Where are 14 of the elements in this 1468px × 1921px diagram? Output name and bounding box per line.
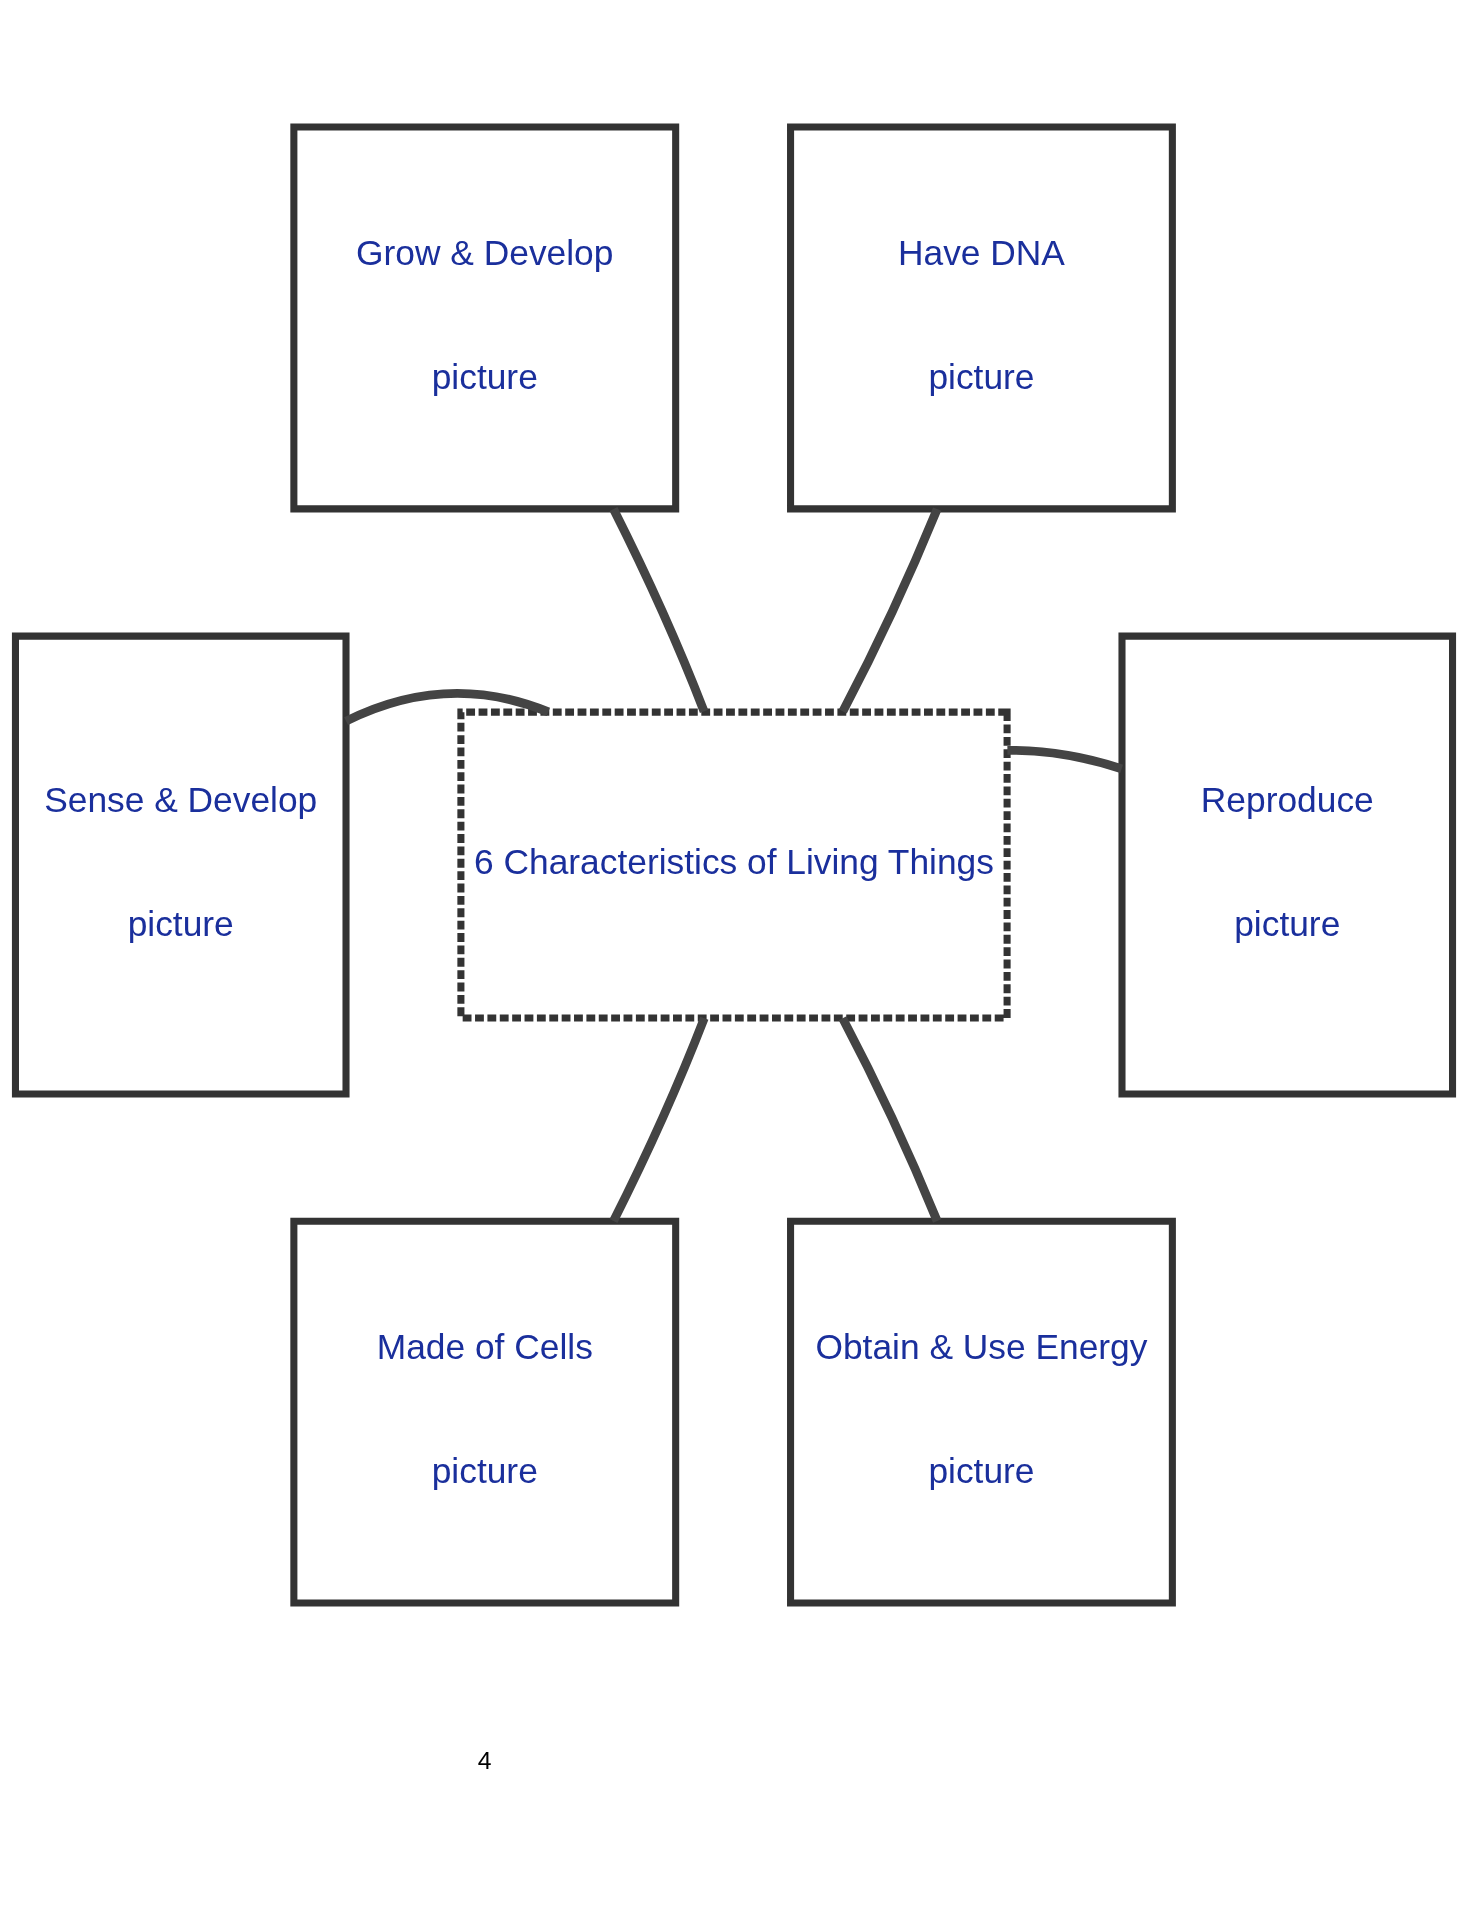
connector [838, 507, 942, 714]
node-box: Reproduce picture [1118, 632, 1457, 1098]
label: 4 [477, 1746, 492, 1774]
node-box: Grow & Develop picture [290, 123, 680, 513]
connector [609, 507, 709, 713]
node-box: Made of Cells picture [290, 1217, 680, 1607]
node-box: Have DNA picture [787, 123, 1176, 513]
connector [838, 1016, 942, 1223]
node-box: Sense & Develop picture [11, 632, 350, 1098]
node-box: Obtain & Use Energy picture [787, 1217, 1176, 1607]
connector [609, 1016, 709, 1223]
connector [1007, 745, 1123, 774]
connector [344, 689, 550, 726]
node-box: 6 Characteristics of Living Things [457, 708, 1011, 1022]
